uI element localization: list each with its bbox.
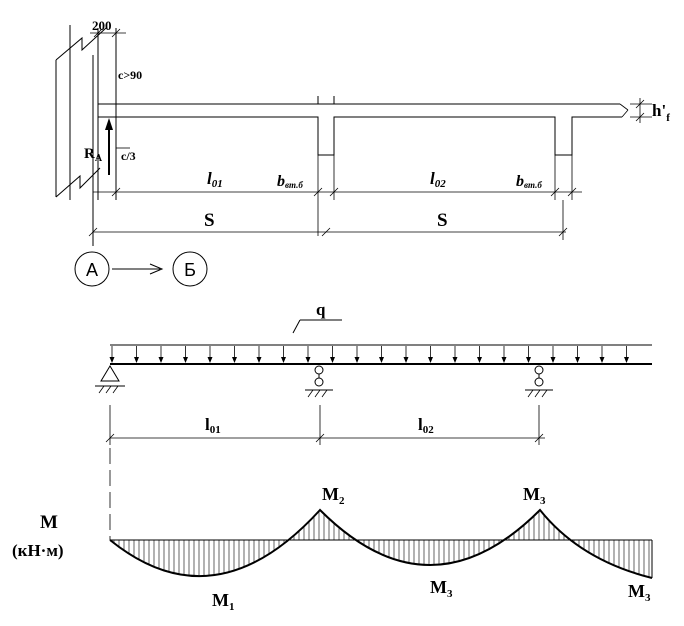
m3-support-label: M3	[523, 484, 546, 507]
wall	[55, 25, 117, 246]
span1-label: l01	[207, 169, 223, 190]
slab-outline	[97, 96, 629, 156]
load-arrow-head	[403, 357, 409, 363]
load-arrow-head	[526, 357, 531, 363]
moment-curve	[109, 508, 653, 579]
slab-section: 200 c>90 h'f RA	[55, 18, 670, 287]
load-arrow-head	[232, 357, 237, 363]
hf-label: h'f	[652, 101, 670, 124]
moment-units-label: (кН·м)	[12, 541, 64, 560]
scheme-dimensions: l01 l02	[105, 405, 545, 445]
dim-c90-label: c>90	[118, 68, 142, 82]
support-1	[95, 365, 125, 394]
load-arrow-head	[207, 357, 213, 363]
m3-end-label: M3	[628, 581, 651, 604]
beam-scheme: q	[95, 300, 652, 540]
load-arrow-head	[428, 357, 433, 363]
s1-label: S	[204, 210, 215, 231]
ra-label: RA	[84, 146, 103, 164]
axis-markers: А Б	[74, 251, 208, 287]
rib2-label: bвт.б	[516, 173, 542, 190]
load-arrow-head	[501, 357, 507, 363]
span2-label: l02	[430, 169, 446, 190]
axis-b-label: Б	[184, 260, 196, 280]
load-arrow-head	[550, 357, 556, 363]
moment-diagram: M (кН·м) M1 M2 M3 M3 M3	[12, 484, 653, 613]
support-3	[525, 365, 553, 398]
load-arrow-head	[281, 357, 286, 363]
load-arrow-head	[256, 357, 262, 363]
axis-a-label: А	[86, 260, 98, 280]
rib1-label: bвт.б	[277, 173, 303, 190]
load-q-label: q	[316, 300, 326, 319]
load-arrow-head	[183, 357, 188, 363]
dimension-c90: c>90	[115, 68, 142, 104]
s2-label: S	[437, 210, 448, 231]
load-arrow-head	[134, 357, 139, 363]
load-arrow-head	[330, 357, 335, 363]
load-arrow-head	[158, 357, 164, 363]
load-arrow-head	[599, 357, 605, 363]
load-arrow-head	[477, 357, 482, 363]
support-2	[305, 365, 333, 398]
dimension-row-2: S S	[88, 200, 568, 240]
m1-label: M1	[212, 590, 235, 613]
load-arrow-head	[109, 357, 115, 363]
load-arrow-head	[379, 357, 384, 363]
load-arrow-head	[305, 357, 311, 363]
load-arrow-head	[354, 357, 360, 363]
scheme-span1-label: l01	[205, 415, 221, 436]
load-arrow-head	[575, 357, 580, 363]
load-arrows	[109, 346, 629, 363]
dimension-row-1: l01 bвт.б l02 bвт.б	[93, 155, 582, 236]
load-arrow-head	[452, 357, 458, 363]
m2-label: M2	[322, 484, 345, 507]
dim-200-label: 200	[92, 18, 112, 33]
moment-axis-label: M	[40, 512, 58, 533]
dimension-200: 200	[90, 18, 126, 38]
reaction-ra: RA c/3	[84, 118, 136, 175]
load-arrow-head	[624, 357, 629, 363]
dim-c3-label: c/3	[121, 149, 136, 163]
dimension-hf: h'f	[630, 98, 670, 124]
m3-span-label: M3	[430, 577, 453, 600]
scheme-span2-label: l02	[418, 415, 434, 436]
moment-hatching	[113, 511, 650, 578]
